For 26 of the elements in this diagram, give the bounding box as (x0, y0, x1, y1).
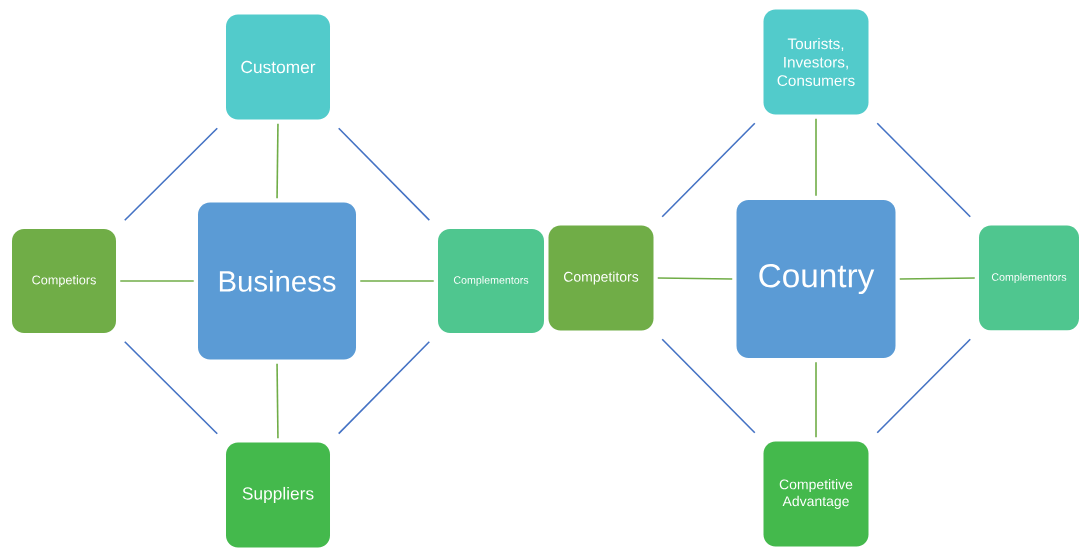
connector-line (337, 127, 431, 221)
satellite-box: Customer (226, 14, 330, 120)
connector-line (276, 122, 279, 200)
connector-line (661, 122, 756, 218)
connector-line (661, 338, 756, 434)
satellite-box: Competitors (548, 225, 654, 331)
satellite-box: Suppliers (226, 442, 330, 548)
connector-line (876, 338, 972, 434)
connector-line (337, 341, 431, 435)
connector-line (276, 362, 279, 440)
satellite-box: Competiors (12, 229, 116, 333)
satellite-box: Competitive Advantage (763, 441, 869, 547)
satellite-box: Complementors (438, 229, 544, 333)
center-box: Business (198, 202, 356, 360)
connector-line (359, 280, 435, 282)
center-box: Country (736, 200, 896, 358)
satellite-box: Complementors (979, 225, 1079, 331)
connector-line (124, 340, 219, 435)
connector-line (876, 122, 972, 218)
connector-line (656, 277, 734, 280)
connector-line (815, 361, 817, 439)
connector-line (124, 127, 219, 222)
connector-line (898, 277, 976, 280)
connector-line (815, 117, 817, 197)
connector-line (119, 280, 195, 282)
satellite-box: Tourists, Investors, Consumers (763, 9, 869, 115)
